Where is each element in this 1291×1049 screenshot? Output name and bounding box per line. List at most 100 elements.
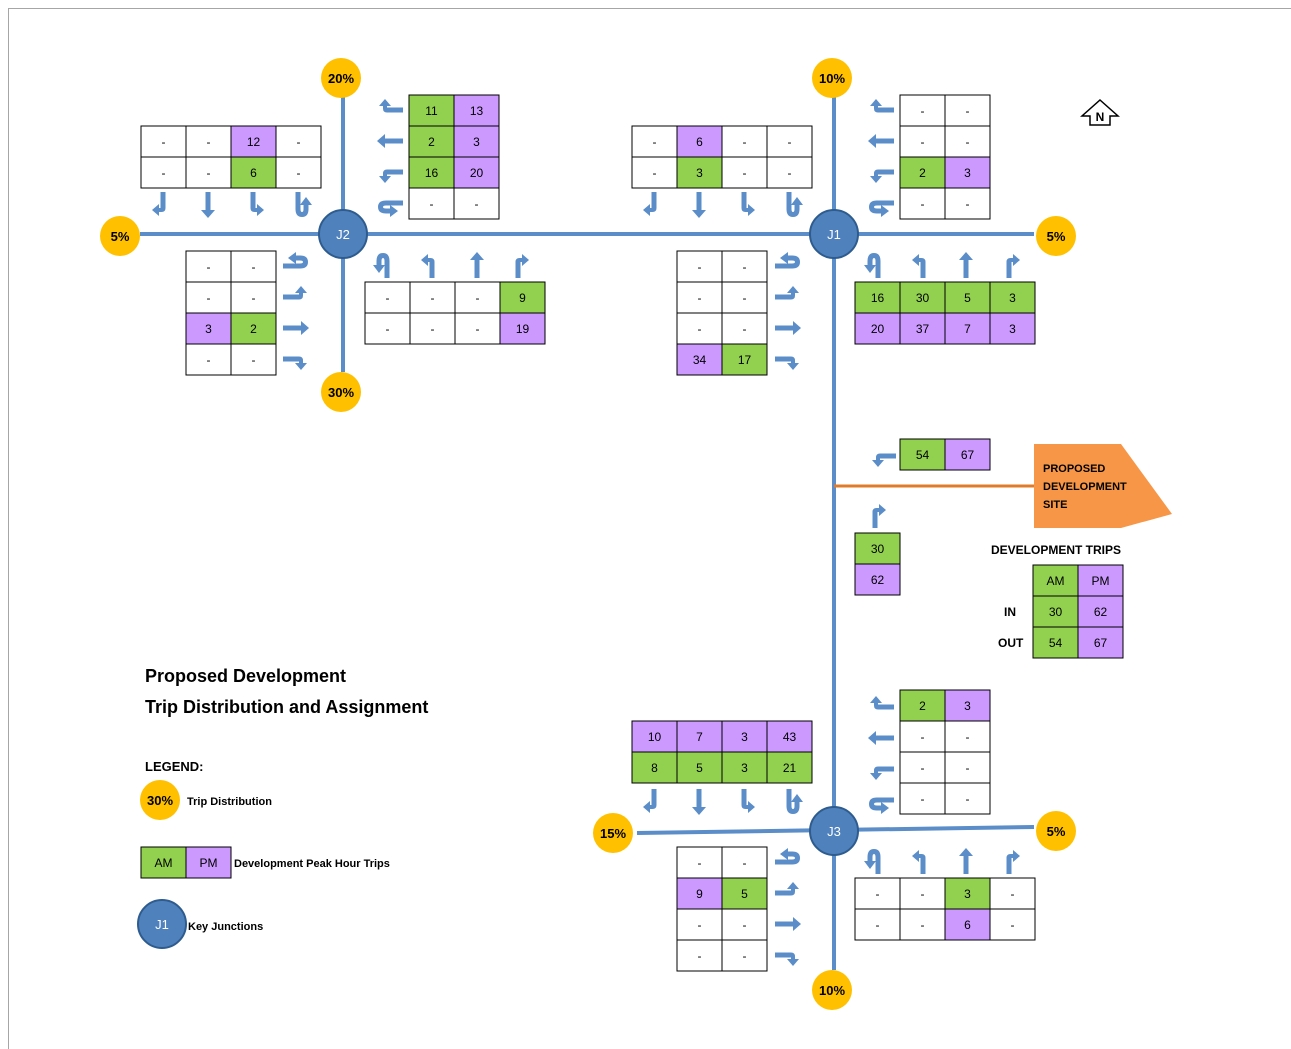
- trip-cell: -: [230, 281, 277, 314]
- j3-north-left-turn-arrow: [741, 789, 755, 813]
- diagram-frame: [8, 8, 1291, 1049]
- legend-junction-sample-text: J1: [155, 917, 169, 932]
- trip-cell: -: [185, 250, 232, 283]
- j1-east-uturn-arrow: [869, 200, 894, 217]
- trip-cell: 54: [899, 438, 946, 471]
- trip-cell-value: 67: [961, 448, 975, 462]
- j2-west-straight-arrow: [283, 321, 309, 335]
- trip-cell-value: 11: [425, 104, 438, 118]
- summary-row-out-label: OUT: [998, 636, 1024, 650]
- trip-cell-value: -: [252, 260, 256, 274]
- trip-cell-value: -: [876, 887, 880, 901]
- legend-distribution-sample: 30%: [140, 780, 180, 820]
- trip-cell: -: [676, 250, 723, 283]
- j3-west-uturn-arrow: [775, 848, 800, 865]
- trip-table-j1-north: -6---3--: [631, 125, 813, 189]
- trip-cell-value: 3: [741, 761, 748, 775]
- trip-cell: -: [275, 156, 322, 189]
- development-trips-summary: DEVELOPMENT TRIPS AM PM IN 30 62 OUT 54 …: [991, 543, 1124, 659]
- trip-cell: -: [899, 125, 946, 158]
- trip-cell-value: 5: [696, 761, 703, 775]
- j3-south-straight-arrow: [959, 848, 973, 874]
- title-line2: Trip Distribution and Assignment: [145, 697, 428, 717]
- trip-cell: -: [989, 908, 1036, 941]
- summary-out-pm-value: 67: [1094, 636, 1108, 650]
- trip-cell: -: [766, 156, 813, 189]
- trip-cell-value: 30: [871, 542, 885, 556]
- development-trips-title: DEVELOPMENT TRIPS: [991, 543, 1121, 557]
- trip-table-j3-south: --3---6-: [854, 877, 1036, 941]
- trip-cell-value: -: [430, 197, 434, 211]
- trip-cell: 30: [854, 532, 901, 565]
- trip-cell: -: [185, 343, 232, 376]
- distribution-j3-east: 5%: [1036, 811, 1076, 851]
- trip-cell: -: [230, 343, 277, 376]
- trip-cell: -: [899, 720, 946, 753]
- trip-cell: -: [454, 281, 501, 314]
- trip-cell: -: [899, 751, 946, 784]
- trip-cell: 9: [676, 877, 723, 910]
- trip-cell: -: [944, 125, 991, 158]
- distribution-j2-west-value: 5%: [111, 229, 130, 244]
- distribution-j3-west: 15%: [593, 813, 633, 853]
- trip-cell-value: -: [788, 166, 792, 180]
- trip-cell-value: -: [252, 353, 256, 367]
- trip-cell-value: -: [743, 166, 747, 180]
- trip-cell-value: 3: [1009, 322, 1016, 336]
- trip-cell: 37: [899, 312, 946, 345]
- trip-cell: -: [408, 187, 455, 220]
- j1-south-left-turn-arrow: [912, 254, 926, 278]
- j1-north-straight-arrow: [692, 192, 706, 218]
- trip-cell: -: [766, 125, 813, 158]
- j3-east-right-turn-arrow: [870, 696, 894, 710]
- j3-west-right-turn-arrow: [775, 952, 799, 966]
- trip-cell-value: -: [431, 322, 435, 336]
- j3-west-straight-arrow: [775, 917, 801, 931]
- trip-cell-value: -: [431, 291, 435, 305]
- trip-cell-value: 3: [1009, 291, 1016, 305]
- summary-in-am-value: 30: [1049, 605, 1063, 619]
- distribution-j1-north-value: 10%: [819, 71, 845, 86]
- j1-south-straight-arrow: [959, 252, 973, 278]
- trip-cell: 3: [676, 156, 723, 189]
- summary-header-am: AM: [1032, 564, 1079, 597]
- trip-cell-value: 9: [519, 291, 526, 305]
- trip-cell: -: [899, 908, 946, 941]
- j3-north-straight-arrow: [692, 789, 706, 815]
- trip-cell-value: 37: [916, 322, 930, 336]
- trip-cell-value: -: [698, 856, 702, 870]
- trip-cell-value: 54: [916, 448, 930, 462]
- legend-heading: LEGEND:: [145, 759, 204, 774]
- j1-east-left-turn-arrow: [870, 169, 894, 183]
- trip-cell: -: [185, 281, 232, 314]
- trip-cell-value: 16: [425, 166, 439, 180]
- trip-cell-value: -: [1011, 918, 1015, 932]
- diagram-title: Proposed Development Trip Distribution a…: [145, 666, 428, 717]
- distribution-j2-north-value: 20%: [328, 71, 354, 86]
- trip-cell: 10: [631, 720, 678, 753]
- trip-cell: 7: [676, 720, 723, 753]
- trip-cell: -: [899, 877, 946, 910]
- trip-cell-value: 20: [871, 322, 885, 336]
- legend-trips-label: Development Peak Hour Trips: [234, 858, 390, 870]
- trip-cell-value: 2: [428, 135, 435, 149]
- trip-cell: 3: [989, 312, 1036, 345]
- trip-cell: -: [230, 250, 277, 283]
- trip-cell-value: -: [476, 322, 480, 336]
- trip-cell: -: [185, 156, 232, 189]
- junction-j1: J1: [809, 209, 859, 259]
- legend-am-cell: AM: [140, 846, 187, 879]
- trip-cell-value: 34: [693, 353, 707, 367]
- trip-cell-value: -: [966, 761, 970, 775]
- trip-cell: -: [631, 125, 678, 158]
- trip-cell: -: [140, 156, 187, 189]
- j2-east-straight-arrow: [377, 134, 403, 148]
- trip-cell-value: 30: [916, 291, 930, 305]
- trip-cell: -: [454, 312, 501, 345]
- trip-cell: 5: [721, 877, 768, 910]
- trip-cell: 20: [453, 156, 500, 189]
- trip-cell-value: 16: [871, 291, 885, 305]
